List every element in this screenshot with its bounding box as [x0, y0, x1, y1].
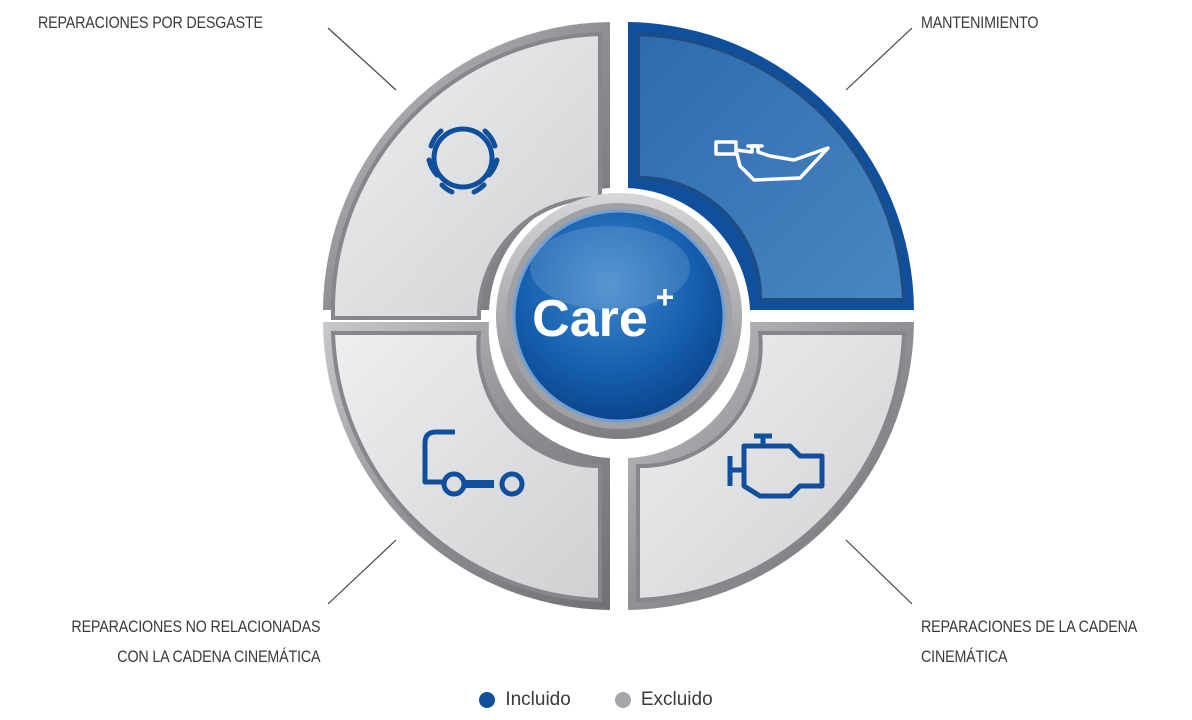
label-wear-repairs: REPARACIONES POR DESGASTE	[38, 13, 263, 32]
oil-can-icon	[714, 140, 830, 182]
leader-line-bottom-left	[327, 539, 397, 605]
label-driveline-line1: REPARACIONES DE LA CADENA	[921, 617, 1138, 636]
leader-line-top-right	[845, 27, 913, 91]
legend: Incluido Excluido	[0, 689, 1192, 711]
excluded-dot-icon	[614, 692, 631, 708]
label-non-driveline-line2: CON LA CADENA CINEMÁTICA	[116, 647, 320, 667]
care-plus-superscript: +	[656, 279, 675, 315]
label-non-driveline-line1: REPARACIONES NO RELACIONADAS	[71, 617, 320, 636]
truck-chassis-icon	[422, 429, 525, 497]
legend-label-included: Incluido	[505, 689, 571, 710]
engine-icon	[727, 433, 825, 499]
segment-maintenance	[628, 22, 914, 310]
legend-item-included: Incluido	[479, 689, 571, 711]
leader-line-bottom-right	[845, 539, 913, 605]
care-plus-center-badge: Care +	[496, 193, 742, 439]
included-dot-icon	[479, 692, 496, 708]
care-brand-text: Care	[532, 290, 648, 348]
segment-driveline-repairs	[628, 322, 914, 610]
segment-non-driveline-repairs	[323, 322, 610, 610]
label-driveline-line2: CINEMÁTICA	[921, 647, 1008, 667]
label-maintenance: MANTENIMIENTO	[921, 13, 1039, 32]
legend-item-excluded: Excluido	[614, 689, 713, 711]
brake-disc-icon	[426, 126, 500, 195]
legend-label-excluded: Excluido	[640, 689, 713, 710]
label-driveline-repairs: REPARACIONES DE LA CADENA CINEMÁTICA	[921, 617, 1137, 668]
segment-wear-repairs	[323, 22, 610, 320]
label-non-driveline-repairs: REPARACIONES NO RELACIONADAS CON LA CADE…	[71, 617, 320, 668]
leader-line-top-left	[327, 27, 397, 91]
